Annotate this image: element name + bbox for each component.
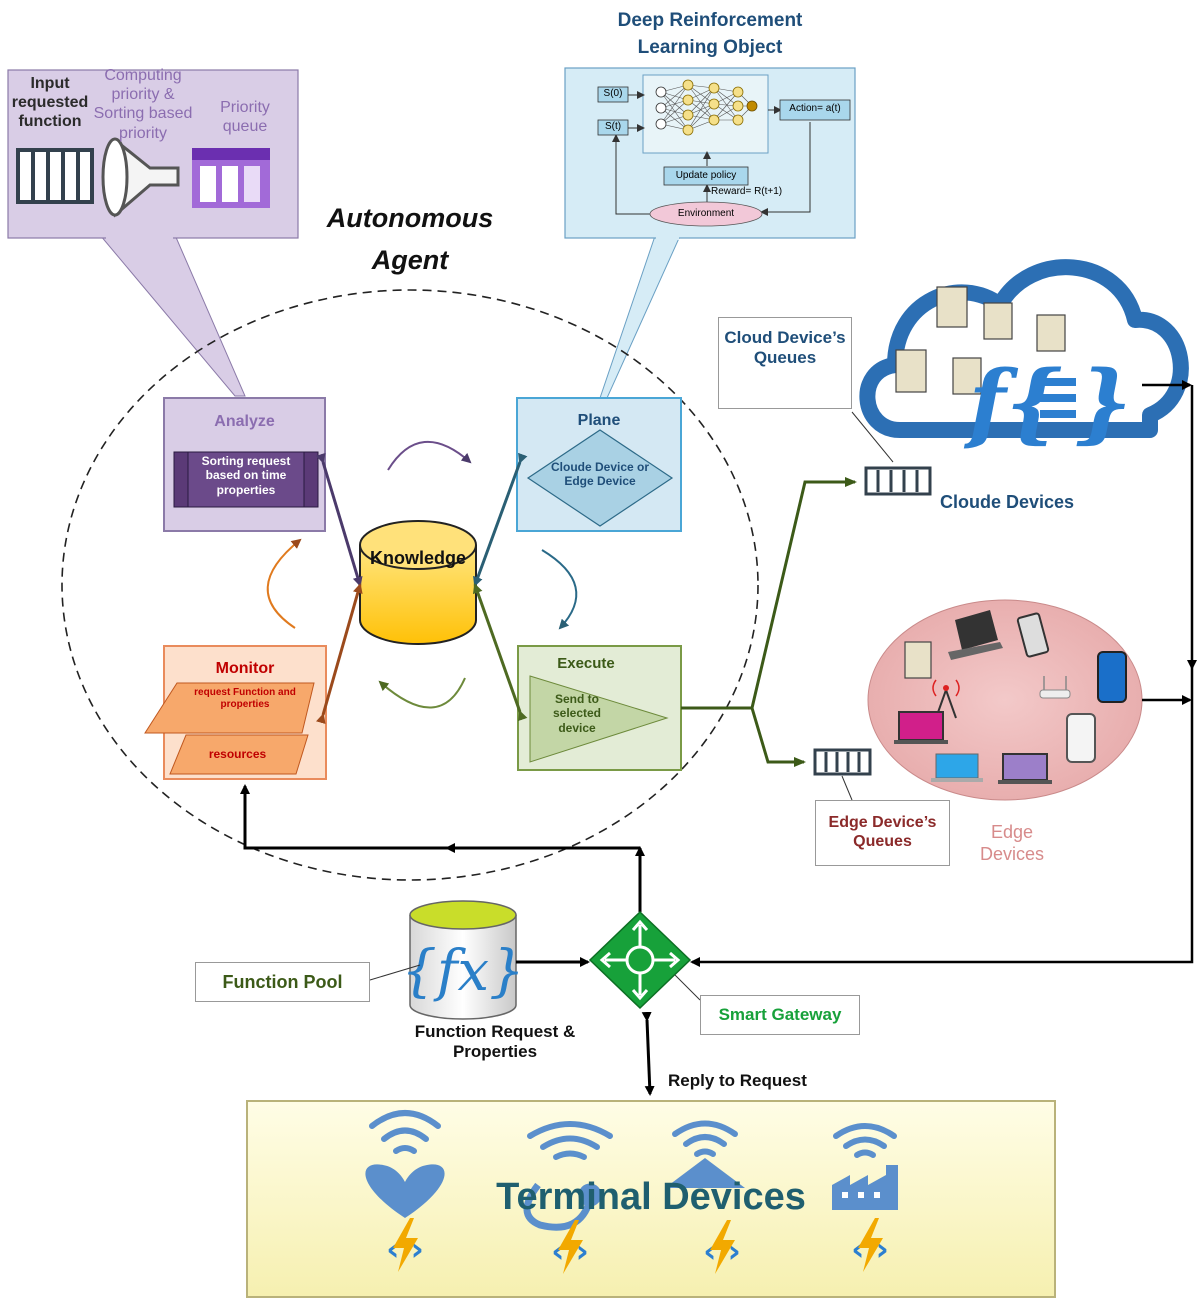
environment-label: Environment: [677, 208, 735, 219]
laptop-icon: [998, 753, 1052, 784]
home-icon: [665, 1158, 745, 1188]
device-return-lines: [690, 380, 1197, 967]
stethoscope-icon: [523, 1182, 602, 1231]
svg-text:{fx}: {fx}: [401, 939, 525, 1004]
laptop-icon: [931, 753, 983, 782]
server-icon: [895, 286, 1066, 395]
lightning-function-icon: ‹ ›: [386, 1218, 424, 1272]
priority-queue-label: Priority queue: [220, 99, 270, 136]
phone-icon: [1097, 651, 1127, 703]
drl-title-line2: Learning Object: [637, 37, 783, 58]
s0-box: [597, 86, 629, 103]
monitor-item-request: [144, 682, 315, 734]
execute-triangle: [529, 675, 669, 763]
cloud-queue-leader: [851, 411, 894, 463]
action-box: [779, 99, 851, 121]
terminal-devices-label: Terminal Devices: [496, 1176, 806, 1218]
autonomous-agent-boundary: [61, 289, 759, 881]
lightning-function-icon: ‹ ›: [703, 1220, 741, 1274]
knowledge-connectors: [315, 452, 528, 725]
agent-title-line1: Autonomous: [326, 203, 494, 233]
monitor-item-resources: [169, 734, 309, 775]
analyze-title: Analyze: [214, 413, 275, 430]
laptop-icon: [894, 711, 948, 744]
execute-dispatch-lines: [681, 477, 857, 767]
laptop-icon: [948, 610, 1003, 660]
database-icon: {fx}: [401, 900, 525, 1020]
function-icon: f{ }: [963, 352, 1132, 453]
wifi-icon: [833, 1123, 897, 1158]
phone-icon: [1066, 713, 1096, 763]
lightning-function-icon: ‹ ›: [551, 1220, 589, 1274]
svg-text:f{: f{: [963, 352, 1062, 453]
router-icon: [1039, 676, 1071, 699]
tablet-icon: [1016, 612, 1050, 658]
gateway-monitor-lines: [240, 784, 645, 912]
monitor-item-request-label: request Function and properties: [194, 687, 296, 710]
st-label: S(t): [604, 121, 622, 132]
update-policy-label: Update policy: [675, 170, 737, 181]
cloud-devices-label: Cloude Devices: [940, 492, 1075, 512]
drl-title-line1: Deep Reinforcement: [617, 10, 803, 31]
funnel-icon: [101, 137, 180, 218]
knowledge-database: [359, 520, 477, 645]
action-label: Action= a(t): [789, 103, 841, 114]
environment-ellipse: [649, 201, 763, 227]
computing-priority-label: Computing priority & Sorting based prior…: [93, 67, 193, 142]
input-function-label: Input requested function: [11, 75, 89, 131]
gateway-leader: [674, 974, 701, 1001]
execute-description: Send to selected device: [552, 692, 602, 735]
reward-label: Reward= R(t+1): [711, 186, 783, 197]
cloud-queues-label: Cloud Device’s Queues: [718, 317, 852, 409]
server-icon: [904, 641, 932, 679]
agent-title-line2: Agent: [371, 245, 449, 275]
function-request-label: Function Request & Properties: [414, 1022, 576, 1062]
function-pool-leader: [369, 964, 421, 981]
drl-flow-lines: [612, 91, 811, 216]
edge-devices-label: Edge Devices: [979, 822, 1045, 864]
neural-network-icon: [642, 74, 769, 154]
wifi-icon: [527, 1121, 613, 1160]
analyze-description: Sorting request based on time properties: [201, 454, 291, 497]
edge-queue-icon: [813, 748, 872, 776]
update-policy-box: [663, 166, 749, 186]
cloud-queue-icon: [864, 466, 932, 496]
monitor-title: Monitor: [215, 660, 275, 677]
execute-title: Execute: [557, 655, 615, 672]
lightning-function-icon: ‹ ›: [851, 1218, 889, 1272]
heart-icon: [365, 1164, 445, 1218]
gateway-terminal-line: [641, 1011, 655, 1096]
router-gateway-icon: [588, 910, 692, 1010]
wifi-icon: [672, 1120, 738, 1157]
plane-decision: [526, 429, 674, 527]
edge-queue-leader: [841, 775, 853, 801]
wifi-icon: [369, 1110, 441, 1154]
edge-queues-label: Edge Device’s Queues: [815, 800, 950, 866]
svg-text:}: }: [1076, 352, 1131, 453]
knowledge-title: Knowledge: [369, 548, 466, 568]
plane-title: Plane: [577, 412, 621, 429]
cycle-arrows: [266, 440, 578, 709]
factory-icon: [832, 1165, 898, 1210]
terminal-icons: ‹ › ‹ › ‹ › ‹ ›: [365, 1110, 898, 1274]
smart-gateway-label: Smart Gateway: [700, 995, 860, 1035]
s0-label: S(0): [603, 88, 623, 99]
queue-icon: [16, 148, 94, 204]
st-box: [597, 119, 629, 136]
monitor-item-resources-label: resources: [208, 747, 267, 761]
reply-label: Reply to Request: [668, 1071, 807, 1090]
priority-queue-icon: [192, 148, 270, 208]
edge-device-icons: [894, 610, 1127, 784]
plane-description: Cloude Device or Edge Device: [550, 460, 650, 489]
function-pool-label: Function Pool: [195, 962, 370, 1002]
